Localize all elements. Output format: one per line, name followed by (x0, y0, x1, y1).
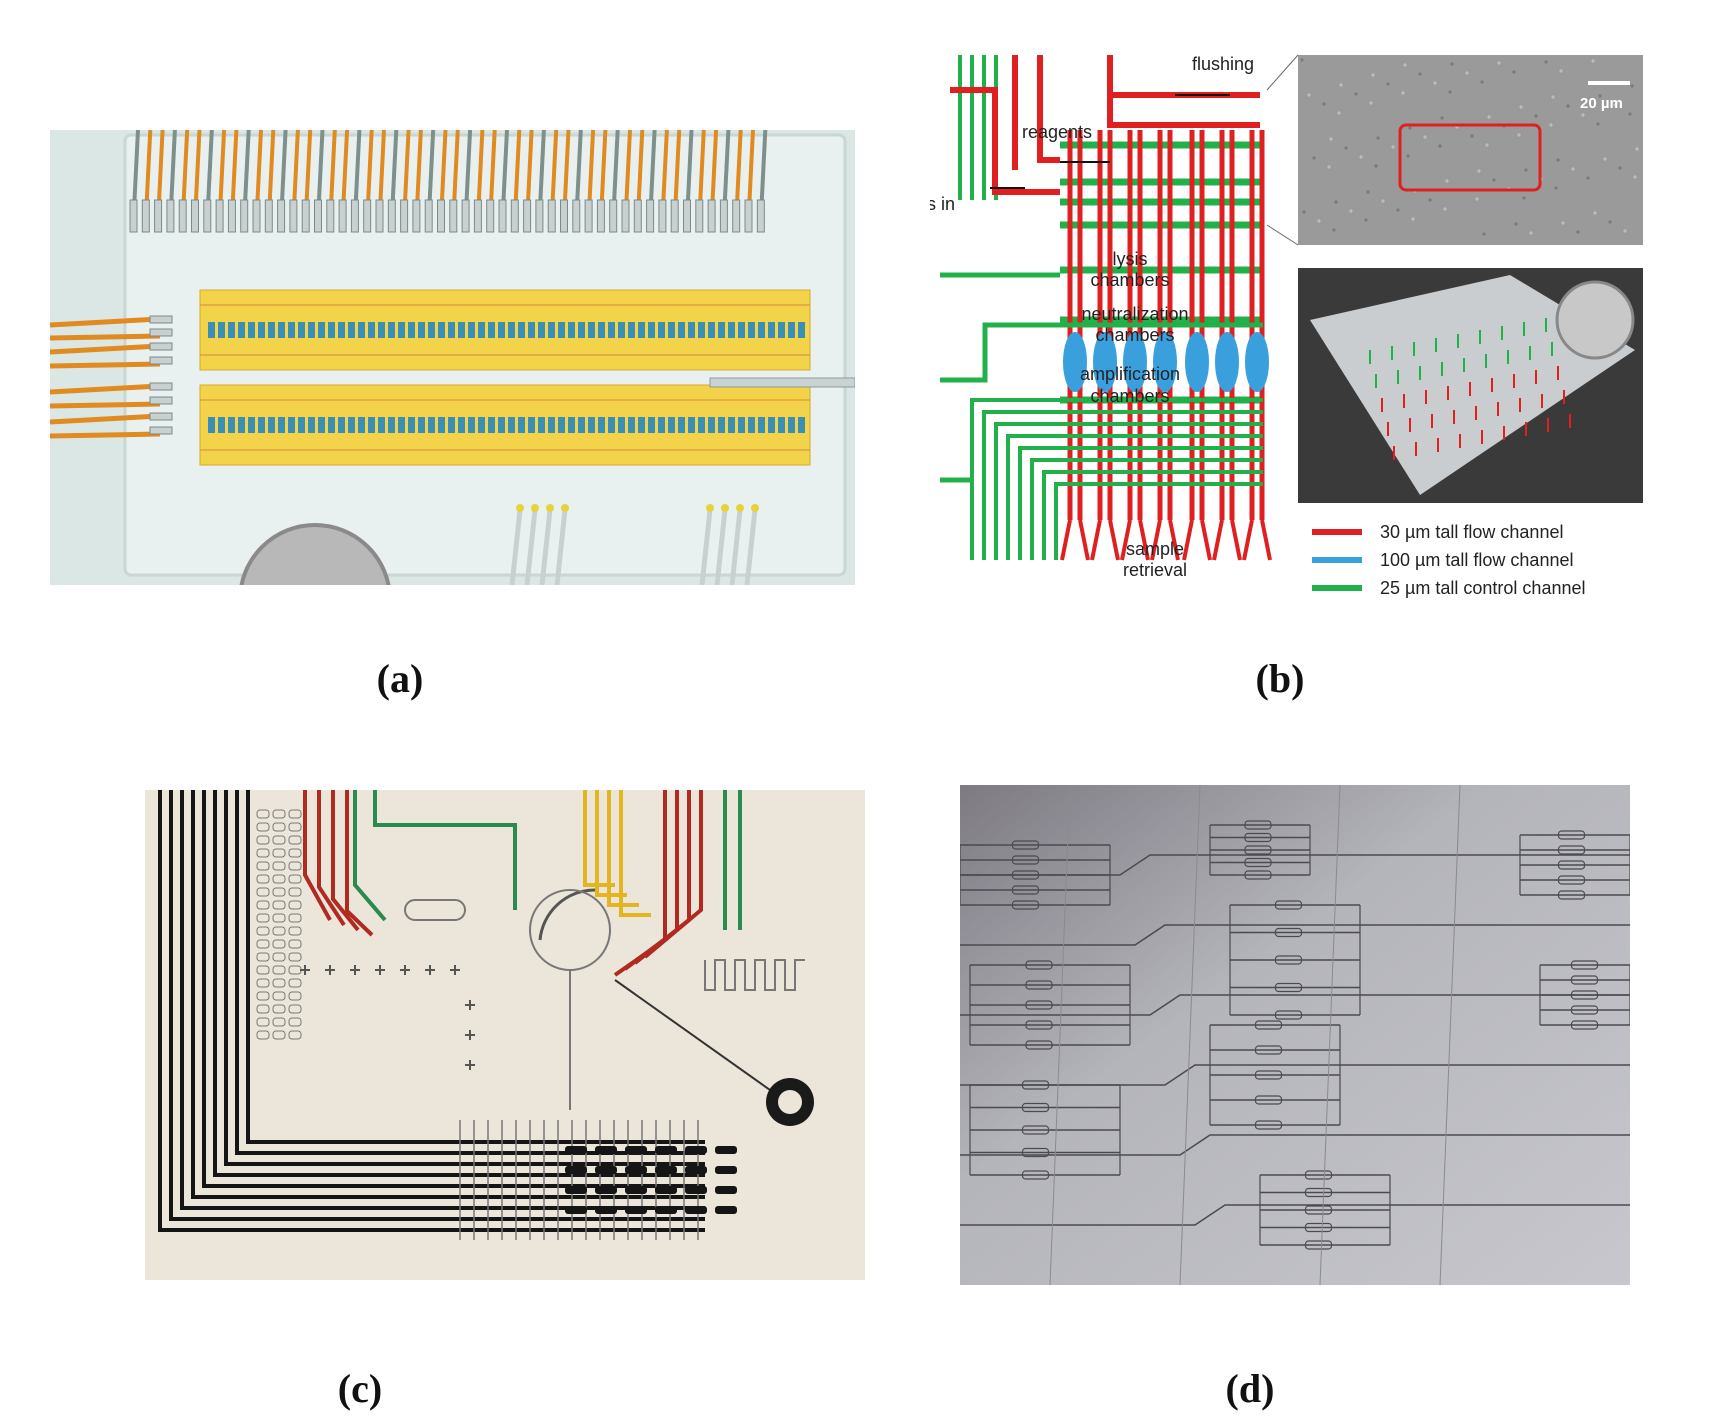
label-neutralization-1: neutralization (1081, 304, 1188, 324)
panel-d-chip-photo (960, 785, 1630, 1285)
caption-a: (a) (376, 656, 424, 701)
channel-network (960, 785, 1630, 1285)
highlight-box (1398, 123, 1542, 192)
label-cells-in: cells in (930, 194, 955, 214)
scale-bar-label: 20 µm (1580, 95, 1623, 112)
chamber-rows (200, 304, 810, 451)
label-amplification-2: chambers (1090, 386, 1169, 406)
label-amplification-1: amplification (1080, 364, 1180, 384)
label-sample-1: sample (1126, 539, 1184, 559)
panel-b-illustration: flushing reagents cells in lysis chamber… (930, 50, 1650, 610)
panel-a-illustration (50, 130, 855, 585)
label-neutralization-2: chambers (1095, 325, 1174, 345)
legend-label-25um: 25 µm tall control channel (1380, 578, 1585, 598)
legend-label-100um: 100 µm tall flow channel (1380, 550, 1573, 570)
legend-label-30um: 30 µm tall flow channel (1380, 522, 1563, 542)
label-reagents: reagents (1022, 122, 1092, 142)
panel-b-schematic: flushing reagents cells in lysis chamber… (930, 50, 1650, 610)
legend: 30 µm tall flow channel 100 µm tall flow… (1312, 522, 1585, 598)
caption-c: (c) (337, 1366, 383, 1411)
label-sample-2: retrieval (1123, 560, 1187, 580)
label-lysis-2: chambers (1090, 270, 1169, 290)
micrograph-inset (1298, 55, 1643, 245)
coin (239, 523, 391, 585)
valve-network (158, 790, 805, 1240)
label-lysis-1: lysis (1113, 249, 1148, 269)
channel-schematic (940, 55, 1272, 561)
tubing-top (129, 130, 768, 233)
coin-small (1555, 280, 1635, 360)
panel-d-illustration (960, 785, 1630, 1285)
label-flushing: flushing (1192, 54, 1254, 74)
caption-b: (b) (1255, 656, 1305, 701)
chip-pins (1369, 318, 1571, 460)
tubing-left (50, 315, 173, 439)
panel-c-illustration (145, 790, 865, 1280)
tubing-bottom (509, 504, 759, 585)
panel-c-chip-photo (145, 790, 865, 1280)
panel-a-chip-photo (50, 130, 855, 585)
caption-d: (d) (1225, 1366, 1275, 1411)
